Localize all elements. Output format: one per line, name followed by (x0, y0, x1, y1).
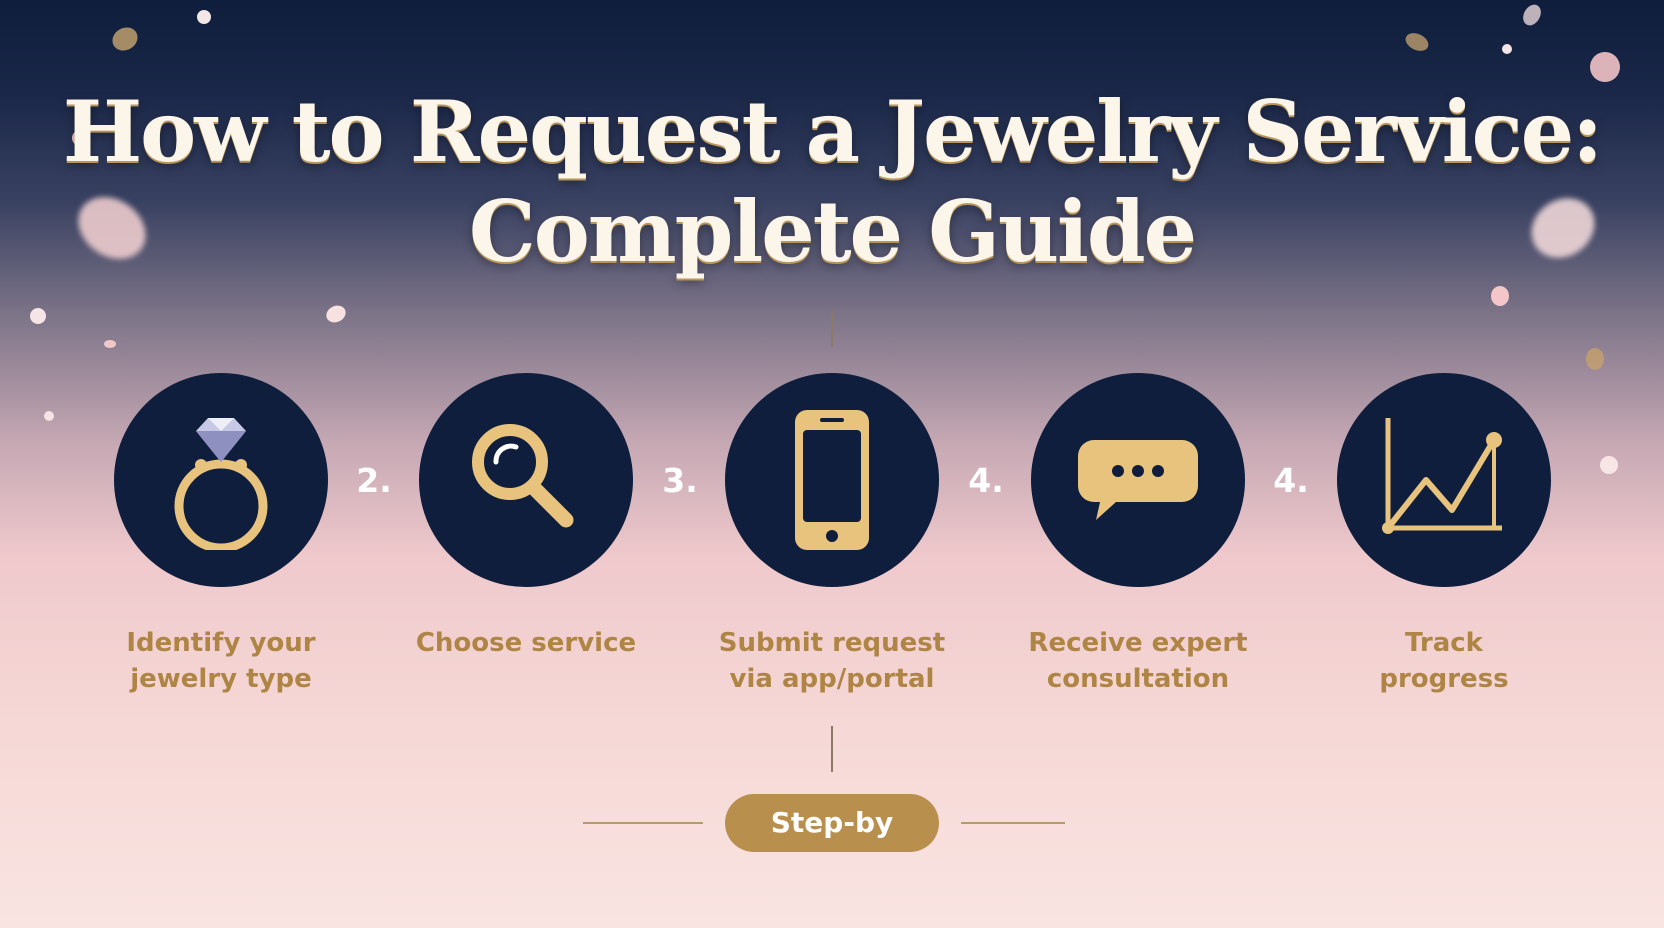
bokeh-dot (104, 340, 116, 348)
bokeh-dot (1491, 286, 1509, 306)
bokeh-dot (323, 302, 349, 326)
page-title: How to Request a Jewelry Service: Comple… (0, 82, 1664, 282)
step-5-number: 4. (1273, 461, 1309, 500)
bokeh-dot (197, 10, 211, 24)
footer-rule-right (961, 822, 1065, 824)
footer-rule-left (583, 822, 703, 824)
magnifier-icon (472, 424, 574, 528)
bokeh-dot (1519, 1, 1545, 29)
bokeh-dot (1402, 29, 1432, 55)
step-3-number: 3. (662, 461, 698, 500)
bokeh-dot (1586, 348, 1604, 370)
title-line-2: Complete Guide (468, 182, 1197, 281)
title-line-1: How to Request a Jewelry Service: (62, 82, 1603, 181)
step-1-label: Identify your jewelry type (126, 628, 316, 694)
step-2-circle (419, 373, 633, 587)
top-connector-line (831, 311, 833, 347)
bokeh-dot (44, 411, 54, 421)
bokeh-dot (1590, 52, 1620, 82)
step-1-circle (114, 373, 328, 587)
bokeh-dot (108, 22, 142, 56)
step-3-label: Submit request via app/portal (718, 628, 946, 694)
step-by-badge: Step-by (725, 794, 939, 852)
step-5-circle (1337, 373, 1551, 587)
bokeh-dot (1502, 44, 1512, 54)
step-2-label: Choose service (415, 628, 637, 658)
step-4-number: 4. (968, 461, 1004, 500)
step-4-circle (1031, 373, 1245, 587)
smartphone-icon (795, 410, 869, 550)
step-5-label: Track progress (1379, 628, 1509, 694)
step-3-circle (725, 373, 939, 587)
bokeh-dot (72, 130, 88, 146)
step-4-label: Receive expert consultation (1028, 628, 1248, 694)
line-chart-icon (1382, 418, 1502, 534)
bokeh-dot (30, 308, 46, 324)
diamond-ring-icon (174, 418, 268, 550)
step-2-number: 2. (356, 461, 392, 500)
bottom-connector-line (831, 726, 833, 772)
bokeh-dot (1600, 456, 1618, 474)
chat-bubble-icon (1078, 440, 1198, 520)
